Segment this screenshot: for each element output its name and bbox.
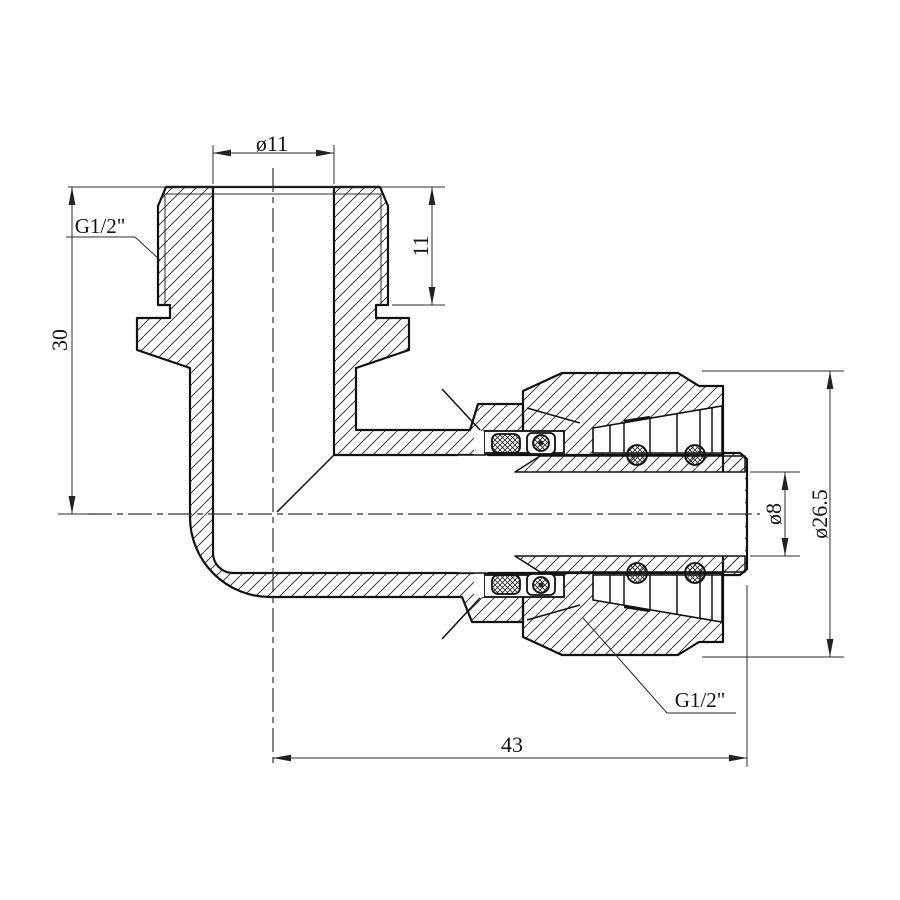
dim-top-diameter: ø11 [212,131,335,184]
insert-flange-bottom [474,573,484,597]
thread-label-right-group: G1/2" [582,617,736,714]
insert-flange-top [474,431,484,455]
grip-o-ring-bottom-2 [684,562,706,584]
dim-thread-length: 11 [68,186,445,306]
dim-top-diameter-label: ø11 [256,131,288,156]
labels: G1/2" G1/2" [66,214,736,714]
grip-teeth-bottom [592,574,723,623]
dim-height-label: 30 [47,329,72,351]
centerlines [88,168,760,766]
grip-o-ring-top-1 [626,444,648,466]
dim-nut-diameter: ø26.5 [702,370,844,658]
grip-o-ring-bottom-1 [626,562,648,584]
seal-ring-bottom-2-dot [538,582,544,588]
o-ring-bottom-1 [491,574,521,595]
thread-label-top: G1/2" [75,214,126,238]
o-ring-top-1 [491,433,521,454]
bore-corner-edge [276,454,335,513]
grip-teeth-top [592,405,723,454]
dim-length: 43 [273,585,748,767]
dim-length-label: 43 [501,732,523,757]
outlet-chamfer [441,388,481,640]
thread-label-right: G1/2" [675,688,726,712]
grip-ring [592,405,723,623]
dimensions: ø11 11 30 ø8 ø26.5 [47,131,844,767]
thread-label-top-group: G1/2" [66,214,161,261]
thread-root-lines [164,196,382,305]
dim-height: 30 [47,187,96,515]
dim-bore-diameter-label: ø8 [761,503,786,525]
dim-thread-length-label: 11 [408,235,433,256]
grip-o-ring-top-2 [684,444,706,466]
seal-ring-top-2-dot [538,440,544,446]
dim-bore-diameter: ø8 [750,471,800,557]
grip-teeth-slots [609,408,713,620]
dim-nut-diameter-label: ø26.5 [807,489,832,539]
seals [491,432,706,596]
elbow-right-shell [332,185,525,457]
nut-mouth-cone [526,407,581,621]
